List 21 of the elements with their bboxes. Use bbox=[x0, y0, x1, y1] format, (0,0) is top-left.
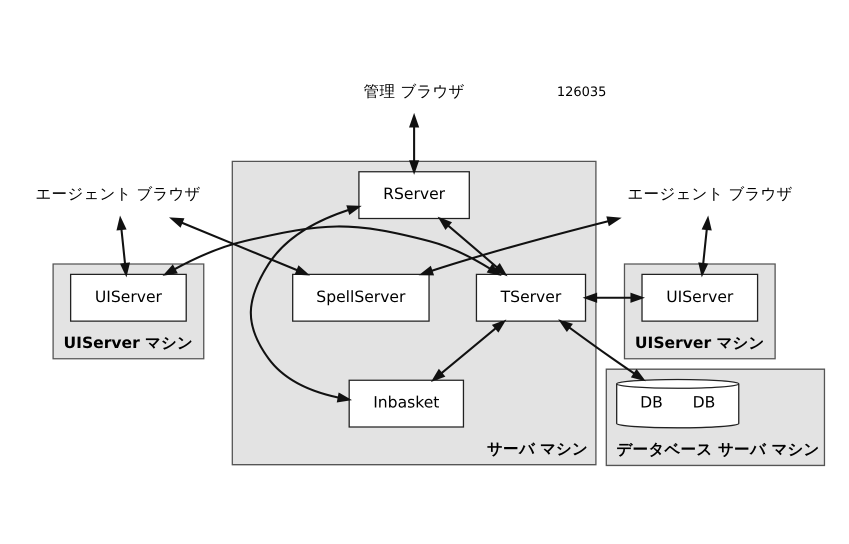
arrow bbox=[162, 224, 502, 276]
node-text: エージェント ブラウザ bbox=[628, 184, 793, 203]
arrow bbox=[250, 204, 362, 402]
node-box: Inbasket bbox=[348, 379, 464, 428]
label: 126035 bbox=[556, 84, 606, 100]
node-box: UIServer bbox=[641, 273, 758, 322]
arrow bbox=[409, 112, 420, 174]
arrow bbox=[418, 216, 622, 275]
arrow bbox=[698, 215, 712, 277]
arrow bbox=[169, 216, 310, 275]
node-box: RServer bbox=[358, 170, 470, 219]
node-box: SpellServer bbox=[292, 273, 430, 322]
node-text: エージェント ブラウザ bbox=[36, 184, 201, 203]
node-text: 管理 ブラウザ bbox=[364, 82, 465, 100]
node-box: TServer bbox=[476, 273, 586, 322]
arrow bbox=[582, 292, 646, 302]
arrow bbox=[430, 318, 506, 382]
arrow bbox=[558, 318, 646, 381]
arrow bbox=[116, 215, 130, 277]
node-box: UIServer bbox=[70, 273, 187, 322]
arrow bbox=[438, 216, 508, 276]
